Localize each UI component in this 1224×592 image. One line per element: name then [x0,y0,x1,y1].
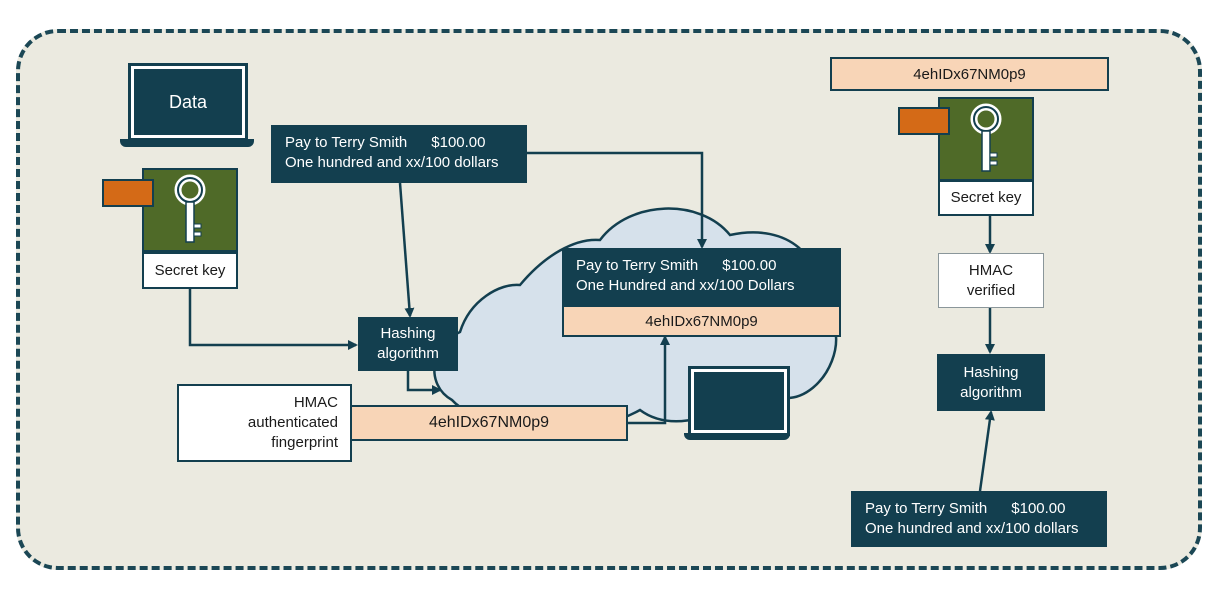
secret-key-label: Secret key [142,252,238,289]
key-icon [174,174,206,243]
laptop-screen [688,366,790,436]
hashing-label-line2: algorithm [960,383,1022,401]
hmac-verified: HMAC verified [938,253,1044,308]
connector-message-to-cloud [527,151,707,249]
amount-words: One hundred and xx/100 dollars [285,154,499,171]
amount-words: One hundred and xx/100 dollars [865,520,1079,537]
hashing-algorithm: Hashing algorithm [937,354,1045,411]
laptop-base [684,433,790,440]
fingerprint-hash: 4ehIDx67NM0p9 [350,405,628,441]
payee-text: Pay to Terry Smith [865,500,988,517]
laptop-screen-label: Data [168,91,208,112]
payee-text: Pay to Terry Smith [576,257,699,274]
key-tile [142,168,238,252]
payee-text: Pay to Terry Smith [285,134,408,151]
key-icon [970,103,1002,172]
received-hash: 4ehIDx67NM0p9 [830,57,1109,91]
hmac-fingerprint-label: HMAC authenticated fingerprint [177,384,352,462]
cloud-message: Pay to Terry Smith $100.00 One Hundred an… [562,248,841,305]
received-message: Pay to Terry Smith $100.00 One hundred an… [851,491,1107,547]
laptop-screen: Data [128,63,248,141]
amount-text: $100.00 [722,257,777,274]
connector-key-to-hashing [188,288,358,350]
connector-fingerprint-to-cloud [628,335,670,425]
verified-line2: verified [966,281,1016,299]
hashing-algorithm: Hashing algorithm [358,317,458,371]
fingerprint-line2: authenticated [247,414,338,431]
amount-words: One Hundred and xx/100 Dollars [576,277,795,294]
secret-key-label: Secret key [938,180,1034,216]
original-message: Pay to Terry Smith $100.00 One hundred an… [271,125,527,183]
connector-hashing-to-fingerprint [406,371,442,395]
hashing-label-line1: Hashing [380,325,436,342]
hashing-label-line2: algorithm [377,345,439,362]
cloud-message-hash: 4ehIDx67NM0p9 [562,305,841,337]
key-tile [938,97,1034,181]
hashing-label-line1: Hashing [963,363,1019,381]
laptop-base [120,139,254,147]
fingerprint-line3: fingerprint [271,434,338,451]
verified-line1: HMAC [968,261,1014,279]
key-tag [898,107,950,135]
fingerprint-line1: HMAC [293,394,338,411]
key-tag [102,179,154,207]
connector-message-to-right-hashing [978,410,995,492]
amount-text: $100.00 [1011,500,1066,517]
amount-text: $100.00 [431,134,486,151]
connector-message-to-hashing [398,182,415,318]
